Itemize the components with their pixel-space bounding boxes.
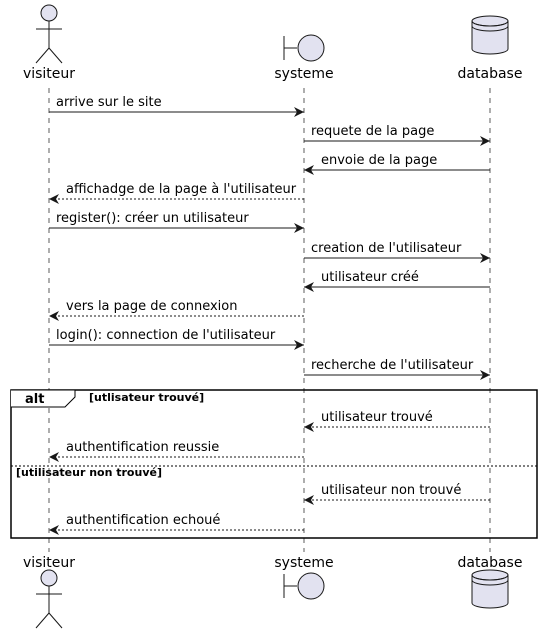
participant-database-bottom: database xyxy=(458,555,523,609)
alt-guard-condition: [utlisateur trouvé] xyxy=(89,391,204,404)
message-7: vers la page de connexion xyxy=(49,299,304,321)
database-icon xyxy=(471,15,509,55)
message-label: creation de l'utilisateur xyxy=(311,241,462,256)
participant-label: visiteur xyxy=(23,555,75,571)
message-label: arrive sur le site xyxy=(56,95,162,110)
message-13: authentification echoué xyxy=(49,513,304,535)
participant-systeme-top: systeme xyxy=(274,34,334,82)
message-label: utilisateur non trouvé xyxy=(321,483,461,498)
message-5: creation de l'utilisateur xyxy=(304,241,490,263)
participant-label: systeme xyxy=(274,66,333,82)
participant-label: systeme xyxy=(274,555,333,571)
alt-fragment: alt [utlisateur trouvé] [utilisateur non t… xyxy=(10,389,538,539)
participant-systeme-bottom: systeme xyxy=(274,555,334,600)
participant-label: visiteur xyxy=(23,66,75,82)
alt-frame-border xyxy=(10,389,538,539)
message-4: register(): créer un utilisateur xyxy=(49,211,304,233)
message-0: arrive sur le site xyxy=(49,95,304,117)
actor-icon xyxy=(35,569,63,629)
message-10: utilisateur trouvé xyxy=(304,410,490,432)
message-label: authentification echoué xyxy=(66,513,220,528)
message-1: requete de la page xyxy=(304,124,490,146)
message-3: affichadge de la page à l'utilisateur xyxy=(49,182,304,204)
message-label: authentification reussie xyxy=(66,440,219,455)
participant-label: database xyxy=(458,66,523,82)
message-8: login(): connection de l'utilisateur xyxy=(49,328,304,350)
message-label: recherche de l'utilisateur xyxy=(311,358,474,373)
message-label: utilisateur créé xyxy=(321,270,419,285)
boundary-icon xyxy=(283,572,325,600)
message-2: envoie de la page xyxy=(304,153,490,175)
message-label: register(): créer un utilisateur xyxy=(56,211,249,226)
database-icon xyxy=(471,569,509,609)
participant-database-top: database xyxy=(458,15,523,82)
message-label: requete de la page xyxy=(311,124,434,139)
boundary-icon xyxy=(283,34,325,62)
message-12: utilisateur non trouvé xyxy=(304,483,490,505)
alt-guard-condition: [utilisateur non trouvé] xyxy=(16,466,162,479)
alt-frame-tab xyxy=(11,389,76,408)
message-label: login(): connection de l'utilisateur xyxy=(56,328,276,343)
message-label: utilisateur trouvé xyxy=(321,410,433,425)
participant-label: database xyxy=(458,555,523,571)
message-11: authentification reussie xyxy=(49,440,304,462)
message-label: affichadge de la page à l'utilisateur xyxy=(66,182,297,197)
message-9: recherche de l'utilisateur xyxy=(304,358,490,380)
message-label: envoie de la page xyxy=(321,153,437,168)
alt-frame-title: alt xyxy=(25,392,44,407)
participant-visiteur-top: visiteur xyxy=(23,4,75,82)
message-6: utilisateur créé xyxy=(304,270,490,292)
actor-icon xyxy=(35,4,63,64)
message-label: vers la page de connexion xyxy=(66,299,237,314)
participant-visiteur-bottom: visiteur xyxy=(23,555,75,629)
